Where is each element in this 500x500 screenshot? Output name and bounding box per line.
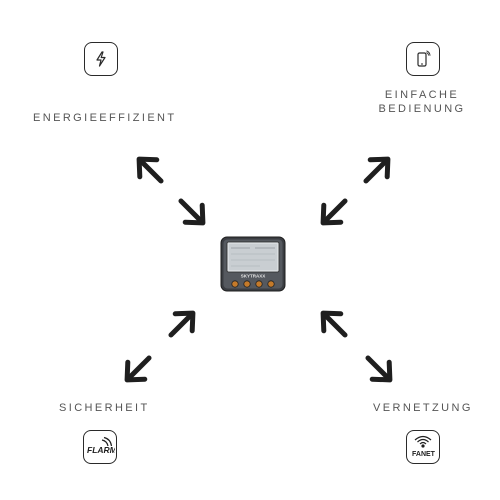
smartphone-icon [417, 50, 431, 67]
device-button-1 [231, 280, 239, 288]
usability-label-line2: BEDIENUNG [378, 103, 466, 115]
lightning-icon [96, 51, 106, 67]
device-button-4 [267, 280, 275, 288]
arrow-outward-top-left [136, 156, 164, 184]
arrow-inward-bottom-right [320, 310, 348, 338]
device-button-3 [255, 280, 263, 288]
energy-feature-icon [84, 42, 118, 76]
network-feature-label: VERNETZUNG [373, 402, 473, 414]
flarm-logo-text: FLARM [87, 445, 115, 455]
usability-feature-icon [406, 42, 440, 76]
energy-feature-label: ENERGIEEFFIZIENT [33, 112, 177, 124]
fanet-logo-text: FANET [412, 451, 436, 458]
arrow-inward-top-right [320, 198, 348, 226]
arrow-inward-top-left [178, 198, 206, 226]
arrow-inward-bottom-left [168, 310, 196, 338]
arrow-outward-bottom-right [365, 355, 393, 383]
arrow-outward-bottom-left [124, 355, 152, 383]
safety-feature-label: SICHERHEIT [59, 402, 150, 414]
usability-label-line1: EINFACHE [384, 89, 460, 101]
skytraxx-device-image: SKYTRAXX [220, 236, 286, 292]
usability-feature-label: EINFACHE BEDIENUNG [370, 88, 474, 116]
flarm-logo-icon: FLARM [87, 436, 115, 455]
device-brand-text: SKYTRAXX [241, 274, 266, 279]
safety-feature-icon: FLARM [83, 430, 117, 464]
fanet-logo-icon: FANET [412, 435, 436, 458]
arrow-outward-top-right [363, 156, 391, 184]
device-button-2 [243, 280, 251, 288]
network-feature-icon: FANET [406, 430, 440, 464]
